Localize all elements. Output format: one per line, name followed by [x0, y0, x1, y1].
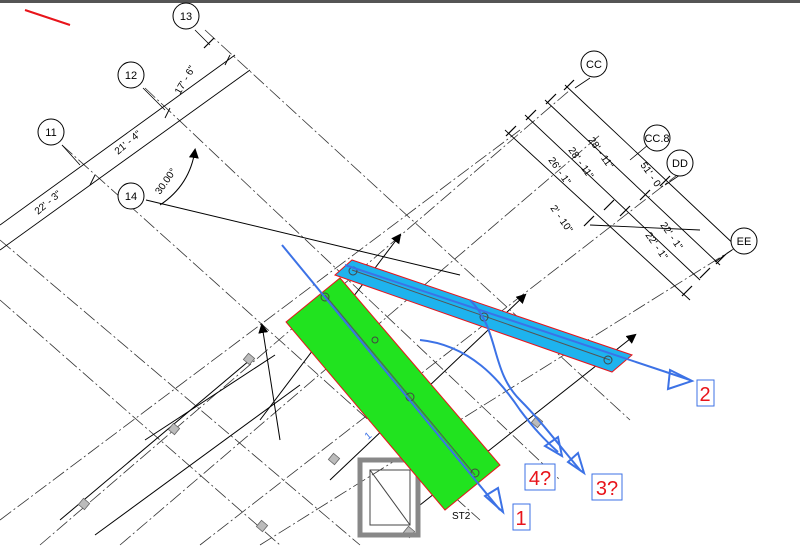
dimension-text-3: 17' - 6" — [173, 64, 198, 97]
grid-bubble-11: 11 — [37, 118, 65, 146]
stair-label: ST2 — [452, 511, 471, 522]
dimension-text-1: 22' - 3" — [33, 189, 64, 218]
svg-text:CC.8: CC.8 — [644, 133, 669, 145]
grid-bubble-dd: DD — [666, 149, 694, 177]
grid-bubble-12: 12 — [117, 61, 145, 89]
svg-text:13: 13 — [180, 11, 192, 23]
dimension-lines-right — [504, 84, 741, 301]
grid-bubble-cc8: CC.8 — [643, 124, 671, 152]
dimension-ticks — [203, 37, 727, 297]
svg-text:1: 1 — [515, 508, 526, 530]
grid-bubble-14: 14 — [117, 182, 145, 210]
blue-small-note: 1 — [363, 430, 375, 442]
svg-text:2: 2 — [699, 384, 710, 406]
svg-text:3?: 3? — [596, 478, 618, 500]
leader-line-14 — [145, 199, 461, 276]
red-markup-stroke[interactable] — [24, 9, 71, 26]
callout-4[interactable]: 4? — [524, 463, 556, 491]
stair-st2[interactable] — [357, 457, 421, 538]
markup-arrows[interactable] — [281, 244, 695, 515]
svg-text:4?: 4? — [529, 468, 551, 490]
svg-text:12: 12 — [125, 70, 137, 82]
dimension-text-8: 51' - 0" — [638, 160, 665, 192]
svg-text:CC: CC — [586, 59, 602, 71]
callout-3[interactable]: 3? — [591, 473, 623, 501]
dimension-lines-left — [0, 54, 251, 251]
dimension-text-2: 21' - 4" — [113, 129, 144, 158]
dimension-text-7: 2' - 10" — [548, 203, 575, 235]
svg-text:14: 14 — [125, 191, 137, 203]
grid-bubble-13: 13 — [172, 2, 200, 30]
svg-text:DD: DD — [672, 158, 688, 170]
svg-text:EE: EE — [737, 236, 752, 248]
grid-bubble-cc: CC — [580, 50, 608, 78]
bubble-leaders — [61, 29, 733, 263]
callout-2[interactable]: 2 — [696, 379, 715, 407]
green-beam-centerline — [324, 294, 476, 476]
callout-1[interactable]: 1 — [512, 503, 531, 531]
grid-bubble-ee: EE — [730, 227, 758, 255]
angle-arc — [159, 148, 199, 206]
viewer-top-border — [0, 0, 800, 3]
svg-text:11: 11 — [45, 127, 56, 139]
